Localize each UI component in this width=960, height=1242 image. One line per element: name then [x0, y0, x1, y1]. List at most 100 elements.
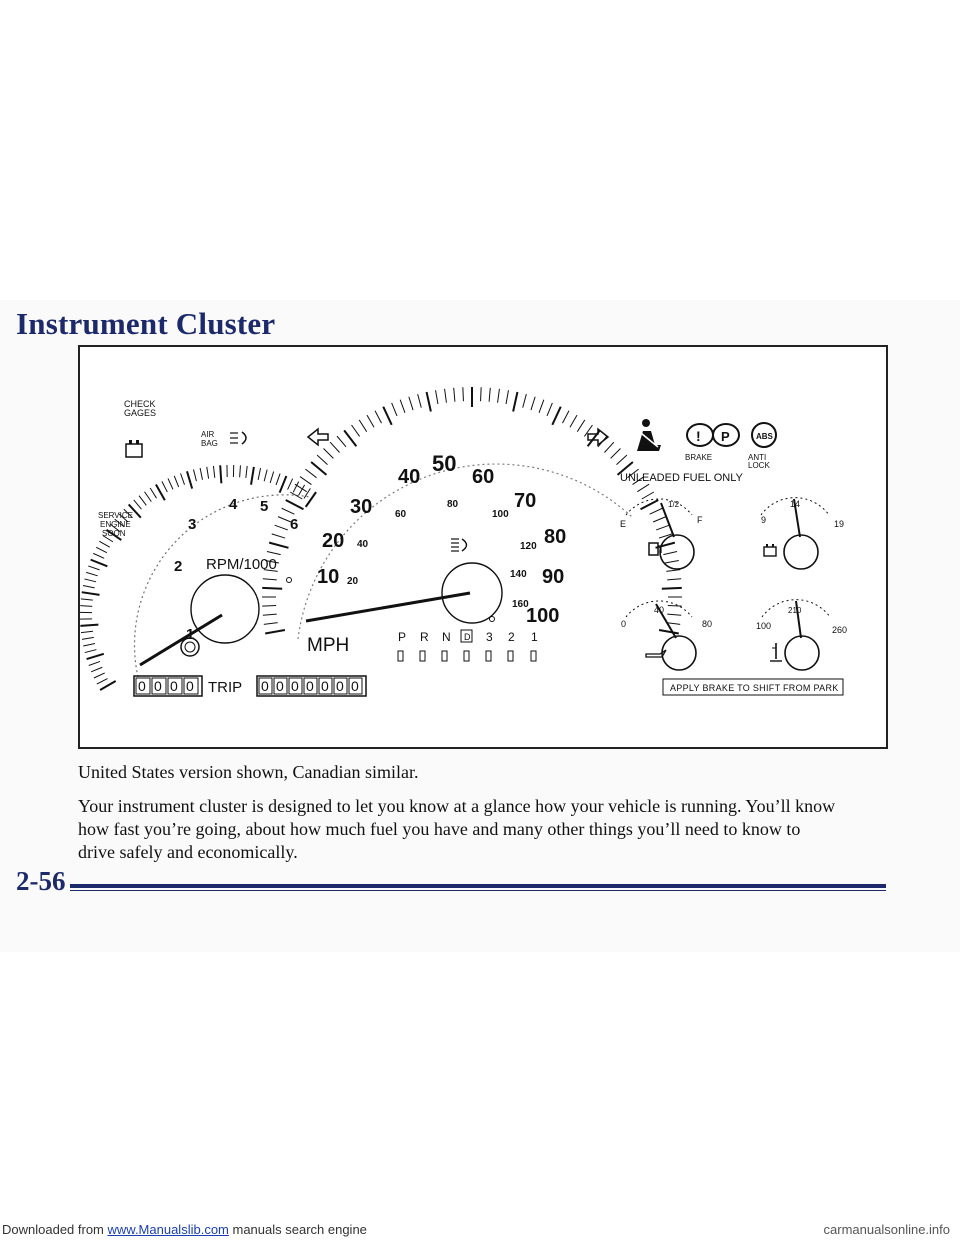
tach-tick-marks — [80, 465, 317, 691]
speed-kmh-60: 60 — [395, 509, 407, 520]
speed-tick — [425, 391, 432, 412]
speed-tick — [664, 560, 679, 564]
speed-tick — [274, 524, 288, 531]
tach-label: RPM/1000 — [206, 556, 277, 573]
svg-text:P: P — [721, 429, 730, 444]
speed-tick — [530, 396, 536, 411]
speed-tick — [652, 516, 667, 523]
odometer-digit: 0 — [276, 678, 284, 694]
speed-tick — [667, 605, 682, 607]
tach-tick — [95, 546, 108, 554]
speed-tick-marks — [262, 387, 682, 635]
speed-mph-90: 90 — [542, 566, 564, 588]
speed-tick — [538, 399, 545, 413]
speed-tick — [641, 491, 655, 500]
tach-tick — [99, 540, 111, 548]
speedometer: 10 20 30 40 50 60 70 80 90 100 20 40 60 … — [262, 387, 682, 656]
tach-tick — [84, 649, 97, 654]
odometer-cell — [273, 677, 288, 695]
tach-tick — [245, 465, 248, 478]
odometer-cell — [288, 677, 303, 695]
speed-tick — [610, 448, 621, 459]
speed-tick — [627, 468, 639, 479]
speed-tick — [263, 569, 278, 572]
prndl-p: P — [398, 630, 406, 644]
thermometer-icon — [770, 643, 782, 662]
speed-tick — [343, 429, 358, 447]
anti-lock-text-1: ANTI — [748, 453, 766, 462]
speed-tick — [453, 387, 456, 402]
tach-tick — [88, 660, 101, 666]
tach-tick — [84, 578, 97, 583]
speed-tick — [462, 387, 464, 402]
trip-cell — [183, 677, 199, 695]
instrument-cluster-figure: CHECK GAGES AIR BAG SERVICE ENGINE SOON … — [78, 345, 888, 749]
brake-warning-icon: ! P — [686, 423, 740, 447]
odometer-digit: 0 — [261, 678, 269, 694]
odometer-digit: 0 — [306, 678, 314, 694]
speed-mph-100: 100 — [526, 605, 559, 627]
speed-tick — [266, 551, 281, 556]
speed-mph-20: 20 — [322, 530, 344, 552]
speed-tick — [366, 414, 375, 428]
speed-tick — [310, 461, 328, 476]
temp-low: 100 — [756, 621, 771, 631]
speed-tick — [658, 533, 673, 539]
page-number: 2-56 — [16, 866, 66, 896]
tach-tick — [80, 623, 99, 627]
tach-tick — [144, 491, 152, 502]
tach-tick — [250, 466, 255, 485]
speed-tick — [584, 424, 593, 437]
speed-tick — [265, 629, 286, 635]
speed-tick — [417, 394, 422, 408]
speed-kmh-20: 20 — [347, 576, 359, 587]
seatbelt-icon — [635, 419, 661, 451]
tach-tick — [96, 678, 108, 685]
speed-tick — [262, 613, 277, 616]
air-bag-text-1: AIR — [201, 430, 215, 439]
right-turn-arrow-icon — [587, 427, 610, 447]
speed-tick — [271, 533, 286, 539]
tach-tick — [167, 478, 174, 490]
tach-tick — [193, 469, 197, 482]
speed-tick — [262, 605, 277, 607]
speed-tick — [281, 507, 295, 515]
manualslib-link[interactable]: www.Manualslib.com — [107, 1222, 229, 1237]
speed-tick — [522, 394, 527, 408]
brake-label: BRAKE — [685, 453, 712, 462]
speed-tick — [658, 629, 679, 635]
odometer-digit: 0 — [291, 678, 299, 694]
fuel-pump-icon — [648, 542, 662, 556]
abs-icon: ABS — [751, 422, 777, 448]
trip-label: TRIP — [208, 679, 242, 696]
prndl-lamps — [397, 650, 537, 662]
speed-tick — [616, 461, 634, 476]
tach-tick — [278, 475, 288, 494]
trip-digit: 0 — [170, 678, 178, 694]
air-bag-text-2: BAG — [201, 439, 218, 448]
tach-tick — [102, 535, 114, 543]
tach-tick — [133, 499, 142, 510]
oil-low: 0 — [621, 619, 626, 629]
speed-tick — [262, 578, 277, 581]
tach-tick — [105, 529, 122, 541]
odometer-digit: 0 — [336, 678, 344, 694]
speed-tick — [562, 410, 570, 424]
odometer-cell — [333, 677, 348, 695]
high-beam-icon — [451, 538, 468, 552]
speed-tick — [666, 569, 681, 572]
tach-tick — [161, 481, 168, 493]
footer-suffix: manuals search engine — [228, 1222, 367, 1237]
speed-tick — [497, 388, 500, 403]
odometer-digit: 0 — [351, 678, 359, 694]
prndl-lamp — [507, 650, 514, 662]
fuel-empty: E — [620, 519, 626, 529]
speed-tick — [667, 613, 682, 616]
tach-tick — [93, 672, 105, 679]
speed-tick — [480, 387, 482, 402]
speed-tick — [336, 435, 347, 448]
speed-tick — [661, 586, 682, 590]
speed-tick — [512, 391, 519, 412]
